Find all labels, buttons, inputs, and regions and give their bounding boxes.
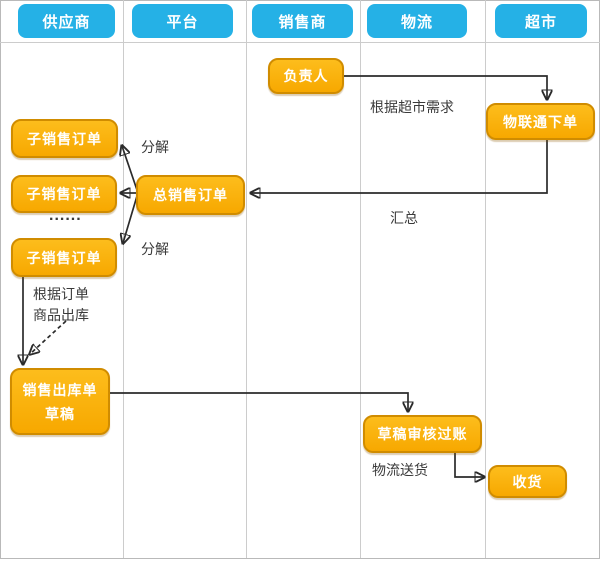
lane-header-logistics: 物流 bbox=[367, 4, 467, 38]
lane-divider bbox=[246, 0, 247, 558]
node-draft-audit: 草稿审核过账 bbox=[363, 415, 482, 453]
arrow-total-to-sub-order-1 bbox=[122, 146, 138, 191]
lane-header-platform: 平台 bbox=[132, 4, 233, 38]
arrow-iot-order-to-total-order bbox=[251, 140, 548, 193]
node-total-order: 总销售订单 bbox=[136, 175, 245, 215]
label-decompose-top: 分解 bbox=[141, 139, 169, 155]
arrow-manager-to-iot-order bbox=[344, 75, 547, 99]
node-manager: 负责人 bbox=[268, 58, 344, 94]
arrow-dashed-outbound-note bbox=[30, 320, 67, 354]
label-summarize: 汇总 bbox=[390, 210, 418, 226]
label-ellipsis: ...... bbox=[49, 207, 82, 224]
arrow-draft-audit-to-receive bbox=[454, 453, 484, 477]
lane-header-supplier: 供应商 bbox=[18, 4, 115, 38]
label-per-supermarket-demand: 根据超市需求 bbox=[370, 99, 454, 115]
node-sub-order-3: 子销售订单 bbox=[11, 238, 117, 277]
arrow-outbound-draft-to-draft-audit bbox=[110, 392, 408, 411]
lane-divider bbox=[360, 0, 361, 558]
label-per-order-outbound: 根据订单 商品出库 bbox=[33, 286, 89, 323]
label-decompose-bottom: 分解 bbox=[141, 241, 169, 257]
lane-divider bbox=[123, 0, 124, 558]
label-logistics-delivery: 物流送货 bbox=[372, 462, 428, 478]
node-receive: 收货 bbox=[488, 465, 567, 498]
arrow-total-to-sub-order-3 bbox=[123, 195, 138, 243]
header-divider bbox=[0, 42, 600, 43]
lane-divider bbox=[485, 0, 486, 558]
node-sub-order-1: 子销售订单 bbox=[11, 119, 118, 158]
node-outbound-draft: 销售出库单 草稿 bbox=[10, 368, 110, 435]
node-iot-order: 物联通下单 bbox=[486, 103, 595, 140]
node-sub-order-2: 子销售订单 bbox=[11, 175, 117, 213]
lane-header-supermarket: 超市 bbox=[495, 4, 587, 38]
lane-header-seller: 销售商 bbox=[252, 4, 353, 38]
